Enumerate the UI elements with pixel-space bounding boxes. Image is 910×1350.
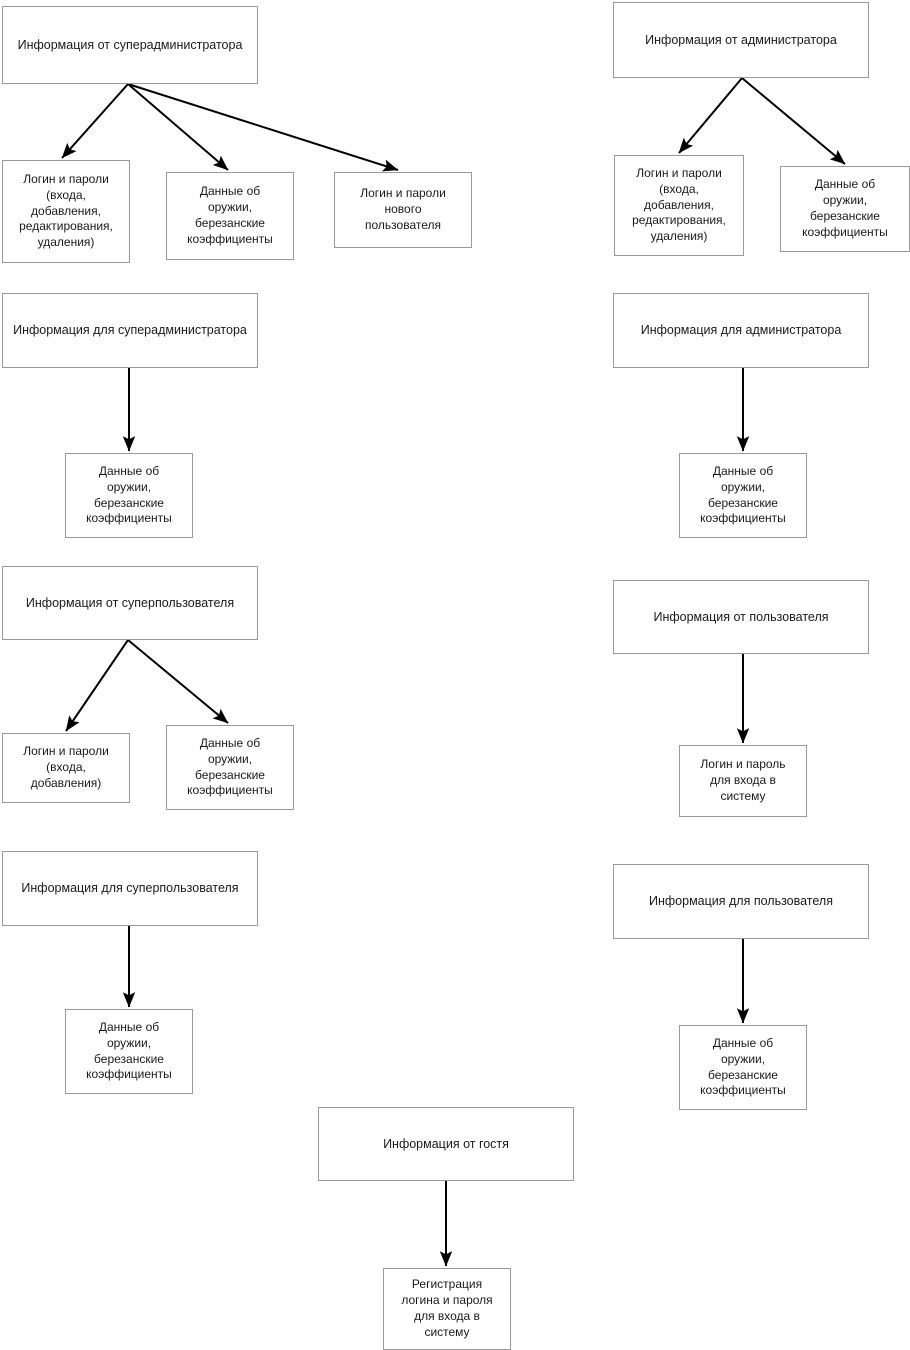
diagram-node-n9: Данные об оружии, березанские коэффициен… xyxy=(65,453,193,538)
diagram-arrow-n12-to-n13 xyxy=(65,639,129,732)
diagram-node-label: Данные об оружии, березанские коэффициен… xyxy=(187,184,273,246)
diagram-arrow-n12-to-n14 xyxy=(127,639,229,724)
diagram-node-label: Данные об оружии, березанские коэффициен… xyxy=(700,1035,786,1098)
diagram-node-n8: Информация для суперадминистратора xyxy=(2,293,258,368)
diagram-node-n17: Информация для суперпользователя xyxy=(2,851,258,926)
diagram-node-n22: Регистрация логина и пароля для входа в … xyxy=(383,1268,511,1350)
diagram-node-label: Информация от пользователя xyxy=(653,609,829,624)
diagram-node-n4: Логин и пароли нового пользователя xyxy=(334,172,472,248)
diagram-arrow-n1-to-n2 xyxy=(61,83,129,159)
diagram-node-label: Информация для суперадминистратора xyxy=(13,323,247,338)
diagram-node-n5: Информация от администратора xyxy=(613,2,869,78)
diagram-node-label: Информация от суперпользователя xyxy=(25,595,235,610)
diagram-arrow-n1-to-n3 xyxy=(127,83,229,171)
diagram-node-label: Регистрация логина и пароля для входа в … xyxy=(401,1277,493,1339)
diagram-node-label: Данные об оружии, березанские коэффициен… xyxy=(86,1019,172,1082)
diagram-node-n1: Информация от суперадминистратора xyxy=(2,6,258,84)
diagram-node-n16: Логин и пароль для входа в систему xyxy=(679,745,807,817)
diagram-node-label: Логин и пароли нового пользователя xyxy=(360,186,446,232)
diagram-node-label: Данные об оружии, березанские коэффициен… xyxy=(700,463,786,526)
diagram-arrow-n1-to-n4 xyxy=(127,83,399,172)
diagram-node-label: Логин и пароли (входа, добавления, редак… xyxy=(632,165,726,244)
diagram-node-n3: Данные об оружии, березанские коэффициен… xyxy=(166,172,294,260)
diagram-node-label: Данные об оружии, березанские коэффициен… xyxy=(187,735,273,798)
diagram-node-label: Информация для администратора xyxy=(640,323,842,338)
diagram-node-label: Данные об оружии, березанские коэффициен… xyxy=(802,177,888,239)
diagram-node-n18: Данные об оружии, березанские коэффициен… xyxy=(65,1009,193,1094)
diagram-node-label: Информация для пользователя xyxy=(649,894,833,909)
diagram-node-n12: Информация от суперпользователя xyxy=(2,566,258,640)
diagram-node-n6: Логин и пароли (входа, добавления, редак… xyxy=(614,155,744,256)
diagram-node-n2: Логин и пароли (входа, добавления, редак… xyxy=(2,160,130,263)
diagram-node-n14: Данные об оружии, березанские коэффициен… xyxy=(166,725,294,810)
diagram-node-label: Логин и пароли (входа, добавления) xyxy=(23,744,109,790)
diagram-node-n7: Данные об оружии, березанские коэффициен… xyxy=(780,166,910,252)
diagram-node-label: Информация от администратора xyxy=(645,32,837,47)
diagram-arrow-n5-to-n6 xyxy=(678,77,743,154)
diagram-node-label: Данные об оружии, березанские коэффициен… xyxy=(86,463,172,526)
diagram-node-n11: Данные об оружии, березанские коэффициен… xyxy=(679,453,807,538)
diagram-node-n15: Информация от пользователя xyxy=(613,580,869,654)
diagram-node-n21: Информация от гостя xyxy=(318,1107,574,1181)
diagram-node-label: Логин и пароль для входа в систему xyxy=(700,757,786,803)
diagram-arrow-n5-to-n7 xyxy=(741,77,846,165)
diagram-node-n19: Информация для пользователя xyxy=(613,864,869,939)
diagram-node-n20: Данные об оружии, березанские коэффициен… xyxy=(679,1025,807,1110)
diagram-node-label: Информация от гостя xyxy=(383,1136,509,1151)
diagram-node-n13: Логин и пароли (входа, добавления) xyxy=(2,733,130,803)
diagram-node-label: Информация от суперадминистратора xyxy=(17,37,243,52)
diagram-node-n10: Информация для администратора xyxy=(613,293,869,368)
diagram-node-label: Информация для суперпользователя xyxy=(21,881,239,896)
diagram-node-label: Логин и пароли (входа, добавления, редак… xyxy=(19,171,113,250)
